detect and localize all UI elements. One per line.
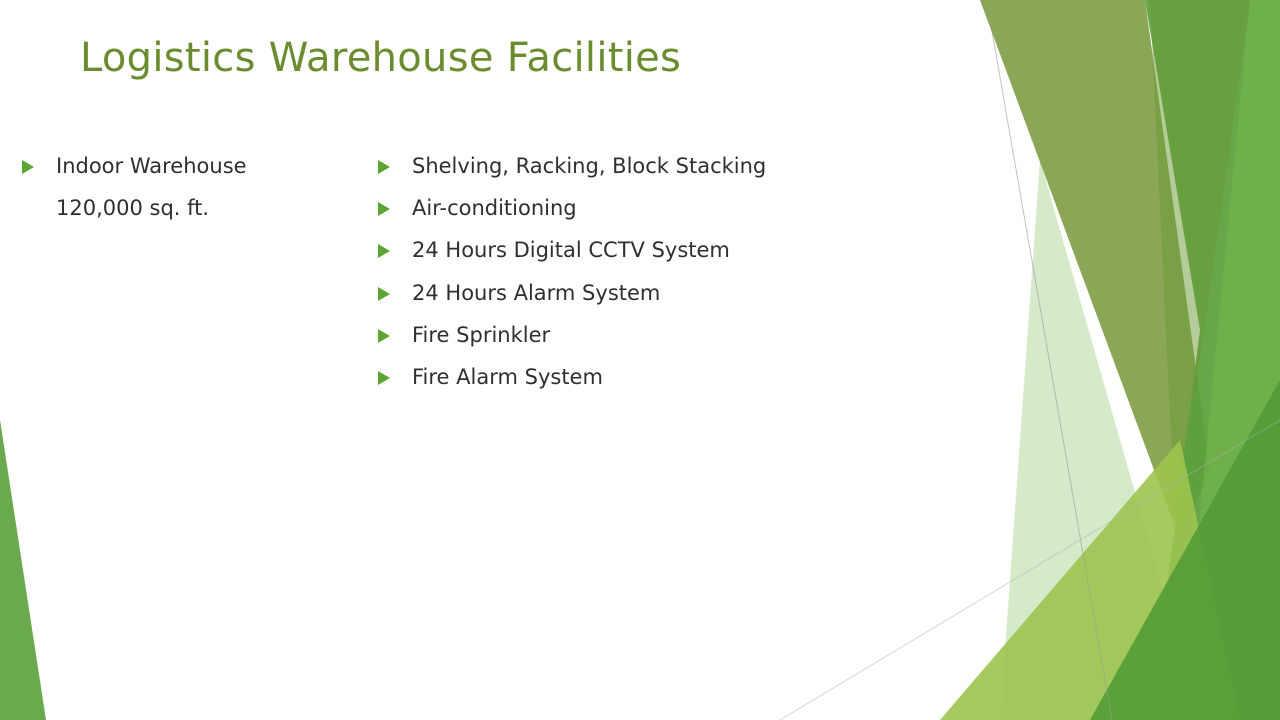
list-item-shelving: Shelving, Racking, Block Stacking [376, 150, 766, 192]
list-item-area: 120,000 sq. ft. [20, 192, 247, 234]
left-green-sliver [0, 420, 46, 720]
triangle-bullet-icon [22, 160, 34, 174]
triangle-bullet-icon [378, 202, 390, 217]
list-item-text: Fire Sprinkler [412, 322, 551, 347]
list-item-fire-sprinkler: Fire Sprinkler [376, 319, 766, 361]
green-lower-right-triangle [1090, 380, 1280, 720]
list-item-text: Shelving, Racking, Block Stacking [412, 154, 767, 178]
list-item-text: Fire Alarm System [412, 364, 603, 389]
right-bullet-list: Shelving, Racking, Block Stacking Air-co… [376, 150, 766, 403]
list-item-text: 24 Hours Digital CCTV System [412, 238, 730, 263]
list-item-text: 120,000 sq. ft. [56, 196, 210, 221]
list-item-fire-alarm: Fire Alarm System [376, 361, 766, 403]
thin-diagonal-line-1 [989, 19, 1113, 720]
list-item-text: Indoor Warehouse [56, 154, 247, 178]
triangle-bullet-icon [378, 370, 390, 385]
olive-overlay-mid [1150, 0, 1250, 520]
triangle-bullet-icon [378, 244, 390, 259]
triangle-bullet-icon [378, 286, 390, 301]
list-item-alarm-system: 24 Hours Alarm System [376, 277, 766, 319]
list-item-indoor-warehouse: Indoor Warehouse [20, 150, 247, 192]
list-item-text: 24 Hours Alarm System [412, 280, 661, 305]
left-bullet-list: Indoor Warehouse 120,000 sq. ft. [20, 150, 247, 234]
triangle-bullet-icon [378, 328, 390, 343]
list-item-text: Air-conditioning [412, 196, 577, 221]
olive-band [980, 0, 1210, 540]
list-item-air-conditioning: Air-conditioning [376, 192, 766, 234]
list-item-cctv: 24 Hours Digital CCTV System [376, 234, 766, 276]
triangle-bullet-icon [378, 160, 390, 174]
thin-diagonal-line-2 [779, 419, 1280, 720]
slide-title: Logistics Warehouse Facilities [80, 35, 682, 81]
